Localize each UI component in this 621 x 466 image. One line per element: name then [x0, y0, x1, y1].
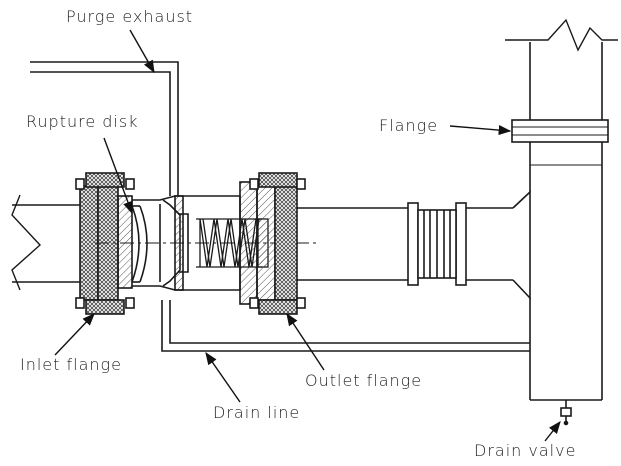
arrow-drain-line — [205, 351, 241, 403]
drain-line — [161, 300, 530, 352]
outlet-flange — [249, 172, 306, 315]
rupture-disk-label: Rupture disk — [26, 112, 139, 131]
stack-flange — [511, 119, 609, 143]
drain-valve — [560, 400, 572, 426]
inlet-flange-label: Inlet flange — [20, 355, 122, 374]
inlet-pipe — [11, 194, 80, 291]
purge-exhaust-label: Purge exhaust — [66, 7, 194, 26]
arrow-purge-exhaust — [129, 29, 155, 74]
flange-label: Flange — [379, 116, 439, 135]
arrow-drain-valve — [544, 421, 561, 442]
arrow-inlet-flange — [54, 313, 95, 356]
drain-valve-label: Drain valve — [474, 441, 577, 460]
drain-line-label: Drain line — [213, 403, 301, 422]
rupture-disk — [131, 205, 148, 283]
expansion-joint — [407, 202, 467, 286]
purge-exhaust-line — [30, 61, 179, 196]
outlet-flange-label: Outlet flange — [305, 371, 423, 390]
arrow-rupture-disk — [103, 137, 133, 215]
outlet-pipe — [297, 190, 531, 301]
arrow-outlet-flange — [286, 312, 325, 371]
arrow-flange — [449, 125, 512, 136]
